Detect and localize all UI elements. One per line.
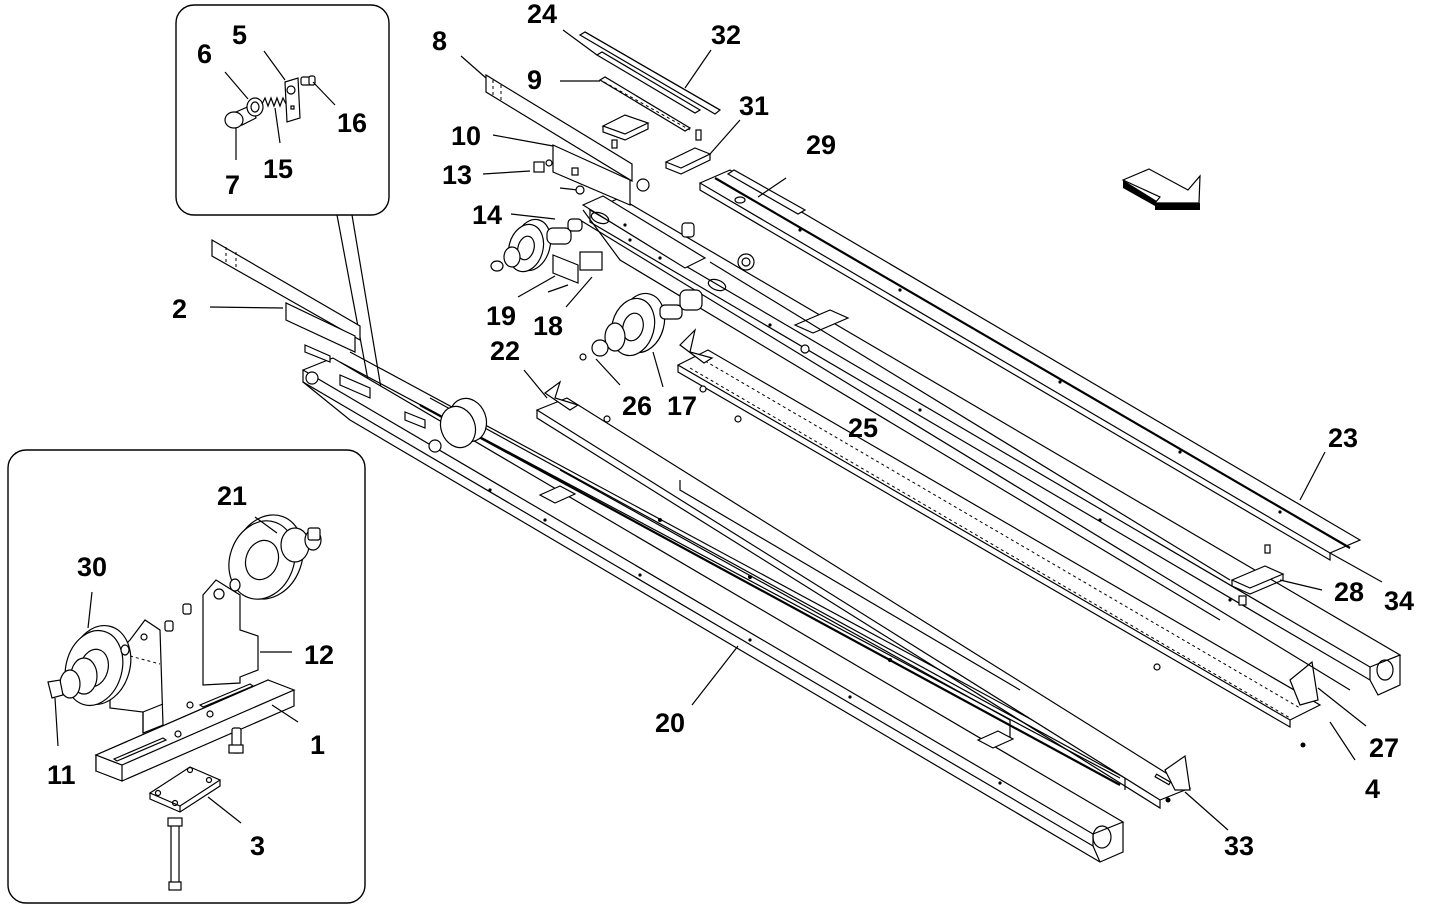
callout-31: 31 bbox=[739, 91, 769, 121]
callout-9: 9 bbox=[527, 65, 542, 95]
long-bolt bbox=[167, 817, 183, 891]
support-block-2 bbox=[976, 730, 1015, 749]
pulley-part-30 bbox=[59, 624, 132, 707]
screw-part-16 bbox=[300, 75, 316, 86]
inner-frame bbox=[581, 195, 1231, 621]
plate-part-31b bbox=[601, 114, 650, 149]
callout-18: 18 bbox=[533, 311, 563, 341]
callout-7: 7 bbox=[225, 170, 240, 200]
pulley-part-17 bbox=[579, 289, 703, 361]
detail-inset-top: 5 6 7 15 16 bbox=[175, 4, 390, 401]
callout-15: 15 bbox=[263, 154, 293, 184]
frame-rail-part-20 bbox=[301, 357, 1125, 863]
end-brackets bbox=[304, 344, 426, 429]
callout-6: 6 bbox=[197, 39, 212, 69]
fittings bbox=[681, 222, 755, 271]
callout-10: 10 bbox=[451, 121, 481, 151]
callout-8: 8 bbox=[432, 26, 447, 56]
callout-19: 19 bbox=[486, 301, 516, 331]
callout-13: 13 bbox=[442, 160, 472, 190]
callout-22: 22 bbox=[490, 336, 520, 366]
pulley-part-14 bbox=[490, 218, 583, 273]
callout-3: 3 bbox=[250, 831, 265, 861]
bracket-part-22 bbox=[543, 380, 580, 411]
spring-part-15 bbox=[261, 96, 287, 108]
callout-14: 14 bbox=[472, 200, 502, 230]
callout-29: 29 bbox=[806, 130, 836, 160]
bracket-part-5 bbox=[284, 77, 301, 123]
strip-part-29 bbox=[726, 169, 807, 215]
callout-24: 24 bbox=[527, 0, 557, 29]
rail-part-23 bbox=[698, 169, 1362, 562]
bracket-part-25 bbox=[679, 328, 714, 364]
plate-part-28 bbox=[1230, 544, 1285, 606]
callout-32: 32 bbox=[711, 20, 741, 50]
callout-30: 30 bbox=[77, 552, 107, 582]
lock-plate-part-11 bbox=[47, 679, 64, 699]
support-block bbox=[538, 485, 577, 504]
leader-lines bbox=[209, 29, 1383, 831]
pulley-part-21 bbox=[228, 514, 322, 600]
callout-1: 1 bbox=[310, 730, 325, 760]
callout-27: 27 bbox=[1369, 733, 1399, 763]
callout-11: 11 bbox=[47, 760, 76, 790]
callout-12: 12 bbox=[304, 640, 334, 670]
washer-part-6 bbox=[246, 97, 264, 117]
frame-rail-upper bbox=[579, 197, 1402, 696]
callout-26: 26 bbox=[622, 391, 652, 421]
callout-23: 23 bbox=[1328, 423, 1358, 453]
callout-34: 34 bbox=[1384, 586, 1414, 616]
callout-28: 28 bbox=[1334, 577, 1364, 607]
callout-2: 2 bbox=[172, 294, 187, 324]
bracket-part-19 bbox=[547, 251, 603, 293]
flow-direction-arrow-icon bbox=[1121, 168, 1201, 210]
callout-33: 33 bbox=[1224, 831, 1254, 861]
plate-part-10 bbox=[552, 144, 650, 206]
loose-screws bbox=[603, 344, 1161, 671]
callout-25: 25 bbox=[848, 413, 878, 443]
pad-part-3 bbox=[148, 766, 222, 813]
belt-part-2 bbox=[211, 238, 361, 353]
bolt-set bbox=[164, 603, 244, 754]
callout-16: 16 bbox=[337, 108, 367, 138]
belt-part-8 bbox=[485, 73, 633, 183]
callout-21: 21 bbox=[217, 481, 247, 511]
bolt-10 bbox=[559, 185, 585, 195]
drive-pulley bbox=[439, 397, 488, 449]
base-plate-part-1 bbox=[94, 679, 296, 782]
channel-part-33 bbox=[535, 397, 1192, 810]
rail-part-24 bbox=[595, 51, 702, 114]
callout-4: 4 bbox=[1365, 774, 1380, 804]
rail-part-32 bbox=[578, 31, 722, 115]
pin-part-7 bbox=[224, 104, 257, 129]
callout-5: 5 bbox=[232, 20, 247, 50]
rail-part-9 bbox=[598, 76, 692, 132]
detail-inset-bottom: 21 30 12 1 11 3 bbox=[7, 449, 366, 904]
right-bracket-part-12 bbox=[202, 579, 259, 686]
callout-17: 17 bbox=[667, 391, 697, 421]
mid-plate bbox=[793, 309, 850, 334]
plate-part-31 bbox=[664, 129, 712, 175]
block-part-13 bbox=[533, 159, 553, 173]
callout-20: 20 bbox=[655, 708, 685, 738]
